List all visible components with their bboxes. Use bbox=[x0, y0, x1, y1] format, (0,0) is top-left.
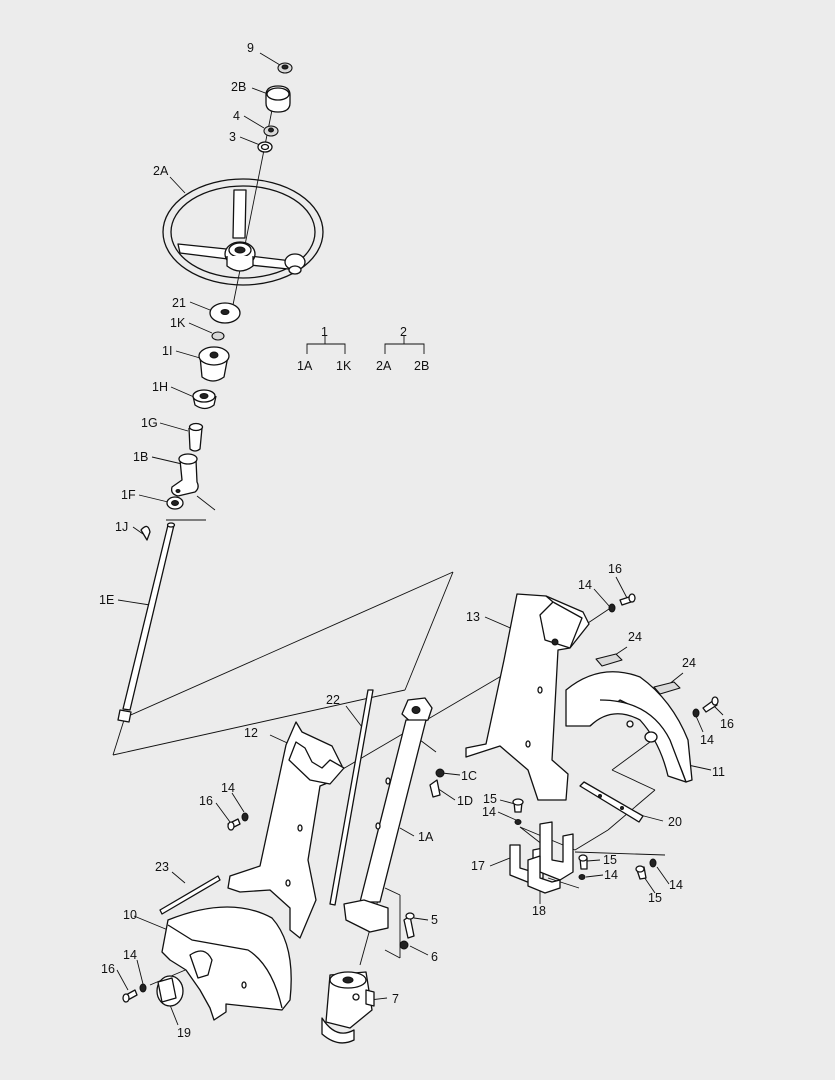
column-tube-1A bbox=[343, 697, 433, 933]
callout-16a: 16 bbox=[608, 562, 622, 576]
brackets-17-18 bbox=[509, 821, 574, 894]
callout-24b: 24 bbox=[682, 656, 696, 670]
callout-labels: 9 2B 4 3 2A 21 1K 1I 1H 1G 1B 1F 1J 1E 1… bbox=[99, 41, 734, 1040]
callout-3: 3 bbox=[229, 130, 236, 144]
washer-14a bbox=[608, 603, 616, 613]
callout-22: 22 bbox=[326, 693, 340, 707]
callout-16d: 16 bbox=[101, 962, 115, 976]
callout-1E: 1E bbox=[99, 593, 114, 607]
legend-group-1-left: 1A bbox=[297, 359, 313, 373]
callout-1B: 1B bbox=[133, 450, 148, 464]
cover-10 bbox=[161, 906, 292, 1021]
bolt-1D bbox=[429, 779, 441, 798]
callout-13: 13 bbox=[466, 610, 480, 624]
steering-shaft-1E bbox=[122, 524, 175, 711]
washer-14e bbox=[578, 874, 586, 880]
washer-14g bbox=[139, 983, 147, 993]
callout-21: 21 bbox=[172, 296, 186, 310]
callout-9: 9 bbox=[247, 41, 254, 55]
legend-brackets bbox=[306, 336, 425, 354]
rod-23 bbox=[159, 875, 221, 915]
callout-12: 12 bbox=[244, 726, 258, 740]
callout-1H: 1H bbox=[152, 380, 168, 394]
callout-14c: 14 bbox=[221, 781, 235, 795]
cover-11 bbox=[565, 671, 693, 783]
rod-22 bbox=[329, 689, 374, 906]
legend-group-2-title: 2 bbox=[400, 325, 407, 339]
callout-23: 23 bbox=[155, 860, 169, 874]
column-cover-12 bbox=[227, 721, 345, 939]
callout-20: 20 bbox=[668, 815, 682, 829]
legend-group-1-right: 1K bbox=[336, 359, 352, 373]
strip-20 bbox=[579, 781, 644, 823]
callout-17: 17 bbox=[471, 859, 485, 873]
callout-14e: 14 bbox=[604, 868, 618, 882]
steering-wheel-2A bbox=[162, 178, 324, 286]
callout-1A: 1A bbox=[418, 830, 434, 844]
washer-14c bbox=[241, 812, 249, 822]
steering-unit-7 bbox=[321, 971, 375, 1044]
callout-1D: 1D bbox=[457, 794, 473, 808]
callout-24a: 24 bbox=[628, 630, 642, 644]
callout-1K: 1K bbox=[170, 316, 186, 330]
washer-6 bbox=[399, 940, 409, 950]
legend-group-2-left: 2A bbox=[376, 359, 392, 373]
callout-14a: 14 bbox=[578, 578, 592, 592]
callout-1J: 1J bbox=[115, 520, 128, 534]
washer-14d bbox=[514, 819, 522, 825]
callout-14b: 14 bbox=[700, 733, 714, 747]
callout-16b: 16 bbox=[720, 717, 734, 731]
washer-14f bbox=[649, 858, 657, 868]
washer-14b bbox=[692, 708, 700, 718]
key-1J bbox=[140, 525, 151, 541]
nut-1C bbox=[435, 768, 445, 778]
callout-15c: 15 bbox=[648, 891, 662, 905]
pad-24a bbox=[595, 653, 623, 667]
callout-16c: 16 bbox=[199, 794, 213, 808]
callout-14f: 14 bbox=[669, 878, 683, 892]
callout-7: 7 bbox=[392, 992, 399, 1006]
clip-1K bbox=[211, 331, 225, 341]
callout-19: 19 bbox=[177, 1026, 191, 1040]
callout-1G: 1G bbox=[141, 416, 158, 430]
callout-14g: 14 bbox=[123, 948, 137, 962]
steering-wheel-assembly bbox=[117, 62, 324, 723]
callout-4: 4 bbox=[233, 109, 240, 123]
housing-1B bbox=[170, 459, 199, 497]
callout-15a: 15 bbox=[483, 792, 497, 806]
callout-18: 18 bbox=[532, 904, 546, 918]
callout-6: 6 bbox=[431, 950, 438, 964]
callout-10: 10 bbox=[123, 908, 137, 922]
callout-1C: 1C bbox=[461, 769, 477, 783]
legend-group-2-right: 2B bbox=[414, 359, 429, 373]
callout-11: 11 bbox=[712, 765, 725, 779]
callout-1F: 1F bbox=[121, 488, 136, 502]
callout-2A: 2A bbox=[153, 164, 169, 178]
legend-group-1-title: 1 bbox=[321, 325, 328, 339]
callout-1I: 1I bbox=[162, 344, 172, 358]
bracket-13 bbox=[465, 593, 590, 801]
callout-14d: 14 bbox=[482, 805, 496, 819]
callout-15b: 15 bbox=[603, 853, 617, 867]
callout-5: 5 bbox=[431, 913, 438, 927]
leader-lines bbox=[112, 52, 724, 1026]
callout-2B: 2B bbox=[231, 80, 246, 94]
sleeve-1G bbox=[188, 427, 203, 452]
